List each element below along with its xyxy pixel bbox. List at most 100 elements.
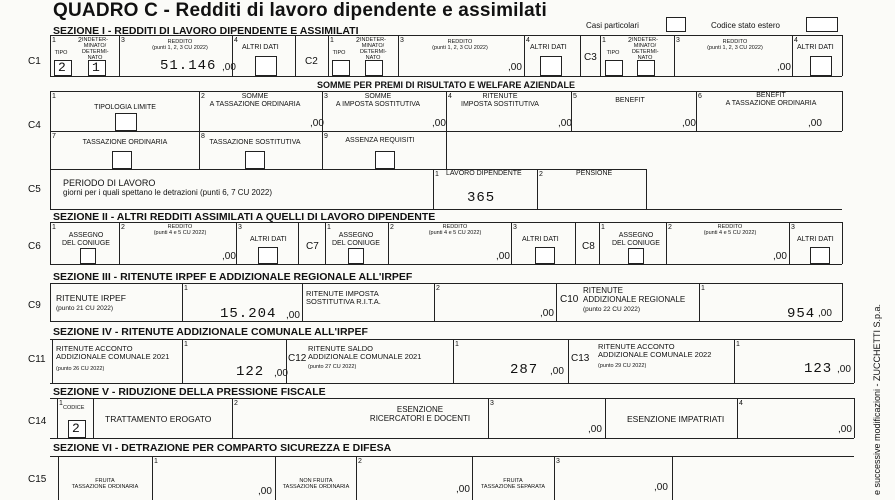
c3-altri-dati-label: ALTRI DATI [797,44,834,51]
c2-indeterminato-box[interactable] [365,60,383,76]
c4-tass-ordinaria-box[interactable] [112,151,132,169]
c4-tass-sostitutiva-box[interactable] [245,151,265,169]
c6-reddito-sub: (punti 4 e 5 CU 2022) [153,230,207,236]
c3-tipo-box[interactable] [605,60,623,76]
c8-altri-box[interactable] [810,247,830,264]
row-code-c14: C14 [28,416,47,427]
c4-ritenute-cents[interactable]: ,00 [558,118,572,129]
c15-fruita-ord-label: FRUITA TASSAZIONE ORDINARIA [71,478,139,490]
c4-assenza-box[interactable] [375,151,395,169]
c3-reddito-cents[interactable]: ,00 [777,62,791,73]
c7-altri-label: ALTRI DATI [522,236,559,243]
c9-value[interactable]: 15.204 [220,306,277,322]
c2-reddito-cents[interactable]: ,00 [508,62,522,73]
row-code-c1: C1 [28,56,41,67]
c7-assegno-box[interactable] [348,248,364,264]
c9-rita-label: RITENUTE IMPOSTA SOSTITUTIVA R.I.T.A. [306,289,381,306]
c13-sub: (punto 29 CU 2022) [598,363,647,369]
c1-reddito-label: REDDITO [167,39,193,45]
c15-non-fruita-label: NON FRUITA TASSAZIONE ORDINARIA [282,478,350,490]
c14-esenzione-cents[interactable]: ,00 [588,424,602,435]
c4-tass-ord-label: SOMME A TASSAZIONE ORDINARIA [209,93,301,108]
c7-reddito-sub: (punti 4 e 5 CU 2022) [428,230,482,236]
c4-ritenute-label: RITENUTE IMPOSTA SOSTITUTIVA [461,93,539,108]
c1-altri-dati-label: ALTRI DATI [242,44,279,51]
c6-assegno-box[interactable] [80,248,96,264]
c8-altri-label: ALTRI DATI [797,236,834,243]
c8-reddito-cents[interactable]: ,00 [773,251,787,262]
c1-reddito-value[interactable]: 51.146 [160,58,217,74]
codice-stato-label: Codice stato estero [711,21,780,30]
row-code-c7: C7 [306,241,319,252]
c4-assenza-label: ASSENZA REQUISITI [345,137,415,144]
c13-value[interactable]: 123 [804,361,833,377]
c15-non-fruita-cents[interactable]: ,00 [456,484,470,495]
c5-periodo-sub: giorni per i quali spettano le detrazion… [63,188,273,197]
c11-sub: (punto 26 CU 2022) [56,366,105,372]
c2-indeterminato-label: INDETER- MINATO/ DETERMI- NATO [360,37,387,61]
row-code-c4: C4 [28,120,41,131]
c15-fruita-ord-cents[interactable]: ,00 [258,486,272,497]
c5-lavoro-label: LAVORO DIPENDENTE [446,170,522,177]
c2-altri-dati-label: ALTRI DATI [530,44,567,51]
row-code-c10: C10 [560,294,579,305]
c14-codice-label: CODICE [63,405,85,411]
c8-assegno-box[interactable] [628,248,644,264]
c1-reddito-cents: ,00 [222,62,236,73]
row-code-c9: C9 [28,300,41,311]
row-code-c6: C6 [28,241,41,252]
c3-tipo-label: TIPO [606,50,620,56]
c2-reddito-label: REDDITO [447,39,473,45]
c4-benefit-ord-label: BENEFIT A TASSAZIONE ORDINARIA [725,92,817,107]
c1-indeterminato-label: INDETER- MINATO/ DETERMI- NATO [82,37,109,61]
c2-altri-dati-box[interactable] [540,56,562,76]
c3-reddito-label: REDDITO [722,39,748,45]
c4-benefit-cents[interactable]: ,00 [682,118,696,129]
c6-reddito-label: REDDITO [167,224,193,230]
c8-reddito-sub: (punti 4 e 5 CU 2022) [703,230,757,236]
c10-cents: ,00 [818,308,832,319]
codice-stato-box[interactable] [806,17,838,32]
c1-tipo-box[interactable]: 2 [54,60,72,76]
casi-particolari-box[interactable] [666,17,686,32]
c1-reddito-sub: (punti 1, 2, 3 CU 2022) [152,45,208,51]
c9-cents: ,00 [286,310,300,321]
c4-imp-sost-cents[interactable]: ,00 [432,118,446,129]
c8-reddito-label: REDDITO [717,224,743,230]
c3-indeterminato-box[interactable] [637,60,655,76]
c9-rita-cents[interactable]: ,00 [540,308,554,319]
c12-value[interactable]: 287 [510,362,539,378]
c3-altri-dati-box[interactable] [810,56,832,76]
c14-trattamento-label: TRATTAMENTO EROGATO [105,414,212,424]
row-code-c5: C5 [28,184,41,195]
c11-value[interactable]: 122 [236,364,265,380]
c7-reddito-label: REDDITO [442,224,468,230]
c11-label: RITENUTE ACCONTO ADDIZIONALE COMUNALE 20… [56,344,170,361]
c9-sub: (punto 21 CU 2022) [56,305,114,312]
c4-tipologia-box[interactable] [115,113,137,131]
c6-altri-label: ALTRI DATI [250,236,287,243]
c4-tass-ord-cents[interactable]: ,00 [310,118,324,129]
c5-lavoro-value[interactable]: 365 [467,190,496,206]
c1-altri-dati-box[interactable] [255,56,277,76]
c4-benefit-ord-cents[interactable]: ,00 [808,118,822,129]
section-2-title: SEZIONE II - ALTRI REDDITI ASSIMILATI A … [53,211,436,223]
c6-altri-box[interactable] [258,247,278,264]
c7-reddito-cents[interactable]: ,00 [496,251,510,262]
row-code-c13: C13 [571,353,590,364]
c15-fruita-sep-label: FRUITA TASSAZIONE SEPARATA [480,478,546,490]
section-4-title: SEZIONE IV - RITENUTE ADDIZIONALE COMUNA… [53,326,368,338]
c14-codice-box[interactable]: 2 [68,420,86,438]
c7-altri-box[interactable] [535,247,555,264]
row-code-c2: C2 [305,56,318,67]
c10-value[interactable]: 954 [787,306,816,322]
c14-impatriati-cents[interactable]: ,00 [838,424,852,435]
c6-reddito-cents[interactable]: ,00 [222,251,236,262]
c3-reddito-sub: (punti 1, 2, 3 CU 2022) [707,45,763,51]
c2-tipo-box[interactable] [332,60,350,76]
c15-fruita-sep-cents[interactable]: ,00 [654,482,668,493]
casi-particolari-label: Casi particolari [586,21,639,30]
c1-indeterminato-box[interactable]: 1 [88,60,106,76]
c10-label: RITENUTE ADDIZIONALE REGIONALE [583,286,686,304]
c6-assegno-label: ASSEGNO DEL CONIUGE [62,232,110,247]
